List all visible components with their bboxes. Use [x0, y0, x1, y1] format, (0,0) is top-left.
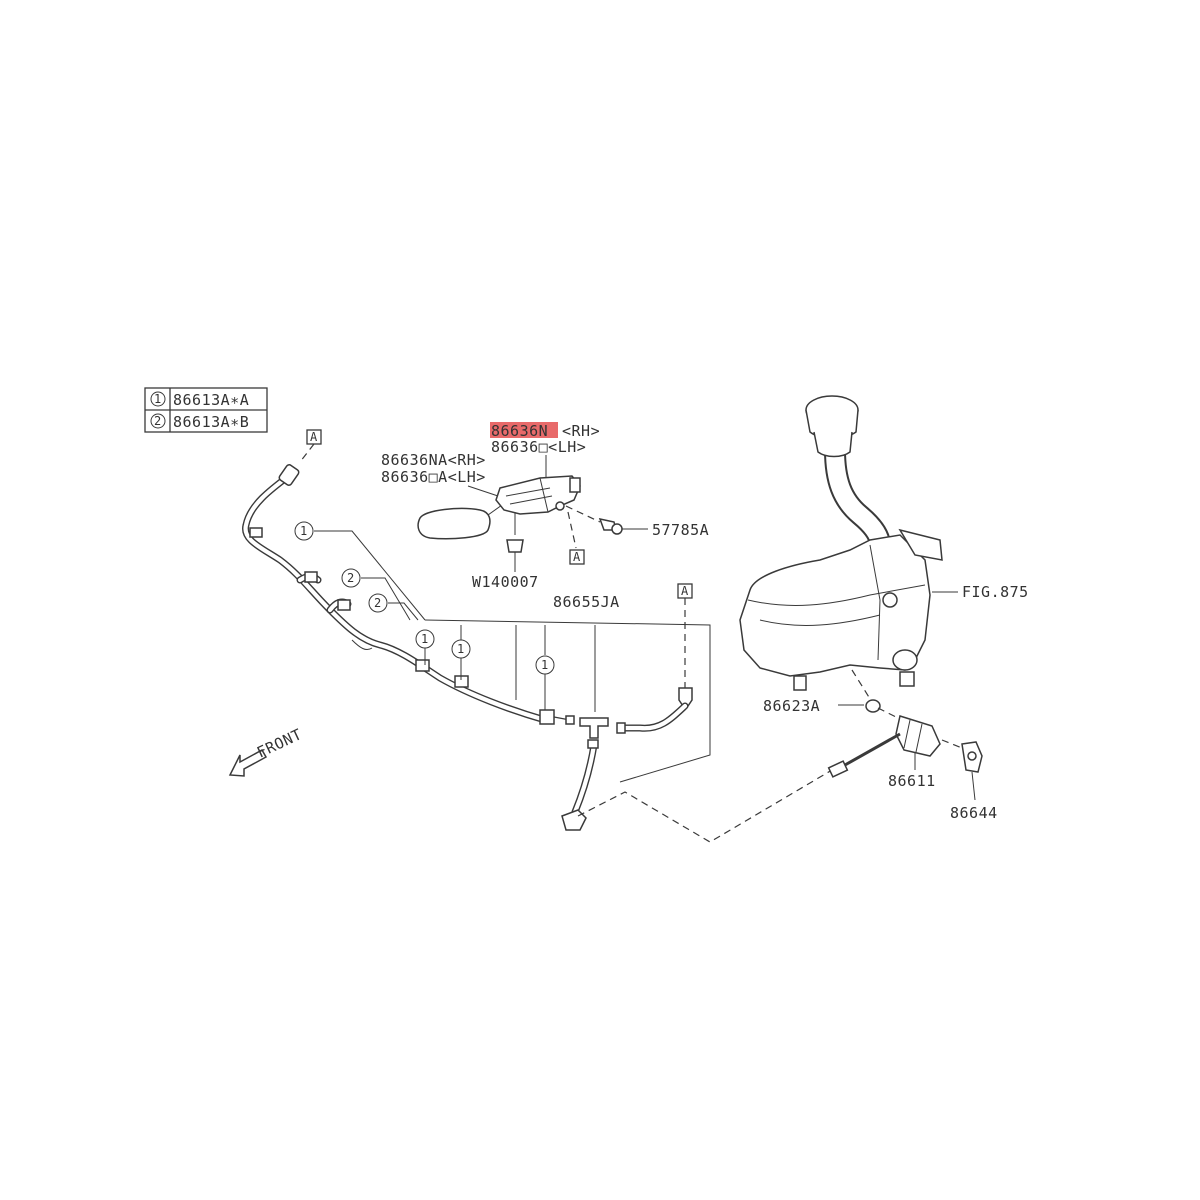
label-clip: W140007 — [472, 573, 539, 591]
callout-1-b: 1 — [421, 632, 428, 646]
callout-2-b: 2 — [374, 596, 381, 610]
label-screw: 57785A — [652, 521, 709, 539]
washer-nozzle: W140007 A 57785A — [417, 455, 709, 591]
legend-row-1-num: 1 — [154, 392, 161, 406]
label-nozzle-rh-side: <RH> — [562, 422, 600, 440]
legend-row-2-num: 2 — [154, 414, 161, 428]
label-clamp: 86644 — [950, 804, 998, 822]
nozzle-labels: 86636N <RH> 86636□<LH> 86636NA<RH> 86636… — [381, 422, 600, 486]
ref-a-label-left: A — [310, 430, 318, 444]
label-front: FRONT — [254, 725, 305, 761]
label-motor: 86611 — [888, 772, 936, 790]
label-hose-assy: 86655JA — [553, 593, 620, 611]
callout-2-a: 2 — [347, 571, 354, 585]
callout-1-a: 1 — [300, 524, 307, 538]
label-grommet: 86623A — [763, 697, 820, 715]
pump-assembly: 86623A 86611 86644 — [763, 669, 998, 822]
label-nozzle-rh: 86636N — [491, 422, 548, 440]
front-direction-indicator: FRONT — [228, 725, 305, 777]
ref-a-label-hose: A — [681, 584, 689, 598]
ref-a-label-nozzle: A — [573, 550, 581, 564]
callout-1-d: 1 — [541, 658, 548, 672]
label-nozzle-lh: 86636□<LH> — [491, 438, 586, 456]
washer-tank: FIG.875 — [739, 395, 1029, 691]
legend-table: 1 86613A∗A 2 86613A∗B — [144, 387, 268, 433]
legend-row-1-part: 86613A∗A — [173, 391, 249, 409]
legend-row-2-part: 86613A∗B — [173, 413, 249, 431]
left-hose-assembly: A 1 2 2 1 — [242, 429, 711, 783]
center-hose-assembly: 86655JA A — [553, 583, 833, 843]
label-cap-rh: 86636NA<RH> — [381, 451, 486, 469]
callout-1-c: 1 — [457, 642, 464, 656]
label-cap-lh: 86636□A<LH> — [381, 468, 486, 486]
label-tank-fig: FIG.875 — [962, 583, 1029, 601]
highlight-mark — [490, 422, 558, 438]
